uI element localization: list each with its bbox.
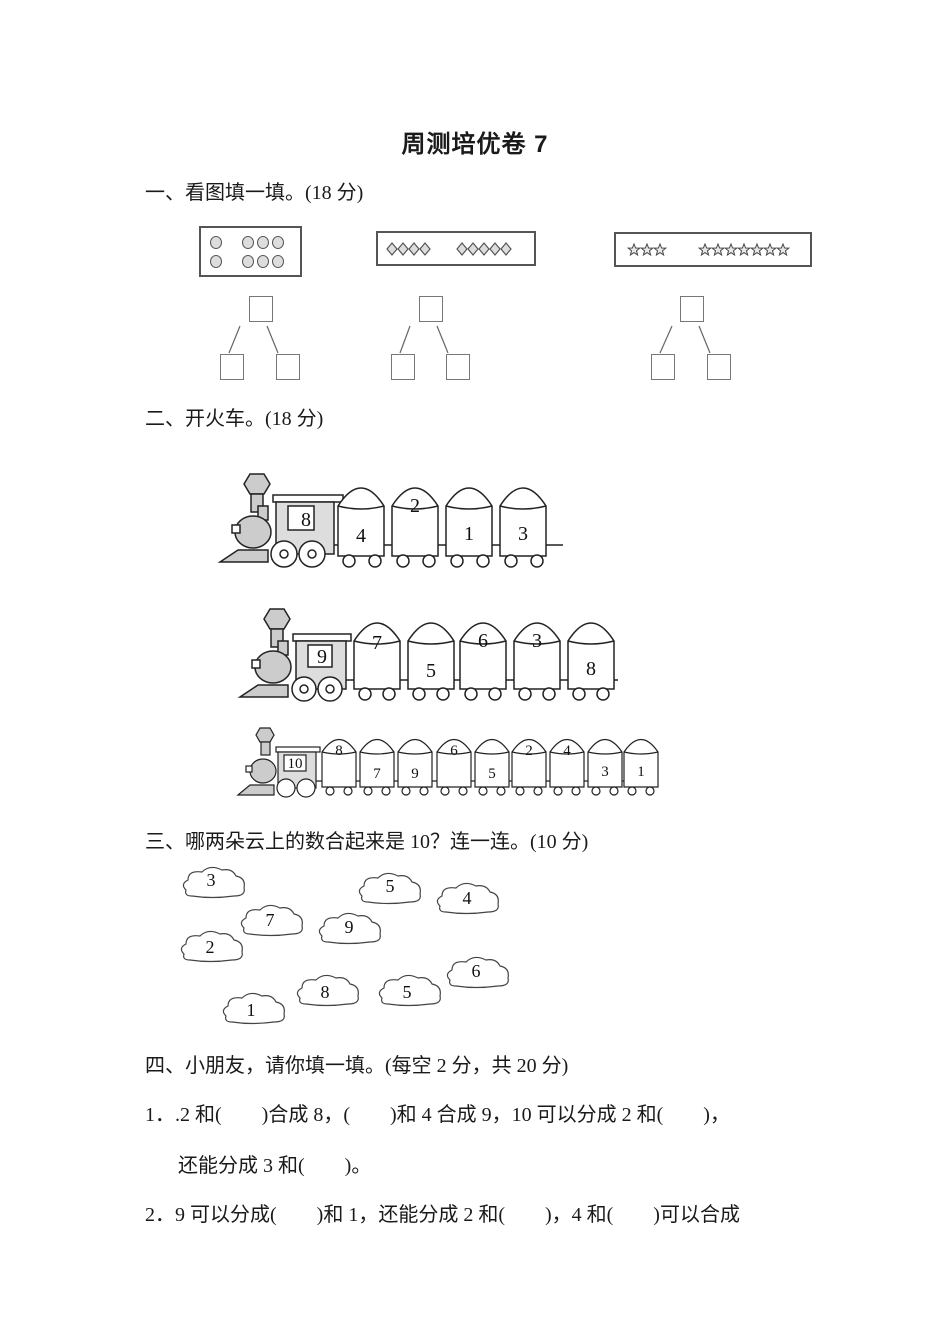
section-2-heading: 二、开火车。(18 分) — [145, 408, 324, 430]
car-number: 4 — [356, 525, 366, 547]
circle-icon — [242, 255, 254, 268]
car-number: 6 — [478, 630, 488, 652]
car-number: 5 — [488, 766, 496, 782]
car-number: 7 — [373, 766, 381, 782]
cloud-number: 7 — [266, 910, 275, 930]
bond-part-box[interactable] — [276, 354, 300, 380]
car-number: 2 — [410, 495, 420, 517]
car-number: 1 — [637, 764, 645, 780]
bond-total-box[interactable] — [249, 296, 273, 322]
cloud-number: 1 — [247, 1000, 256, 1020]
car-number: 7 — [372, 632, 382, 654]
circle-icon — [257, 255, 269, 268]
car-number: 3 — [518, 523, 528, 545]
car-number: 4 — [563, 743, 571, 759]
bond-part-box[interactable] — [651, 354, 675, 380]
section-1-heading: 一、看图填一填。(18 分) — [145, 182, 364, 204]
bond-total-box[interactable] — [680, 296, 704, 322]
car-number: 1 — [464, 523, 474, 545]
diamond-icons — [386, 242, 512, 256]
car-number: 9 — [411, 766, 419, 782]
train-3: 10 8 7 9 6 5 2 4 3 1 — [236, 727, 659, 798]
stars-picture-box — [614, 232, 812, 267]
cloud-number: 5 — [403, 982, 412, 1002]
engine-number: 9 — [317, 646, 327, 668]
circle-icon — [257, 236, 269, 249]
car-number: 8 — [586, 658, 596, 680]
engine-number: 10 — [288, 756, 303, 772]
cloud-number: 2 — [206, 937, 215, 957]
cloud-number: 9 — [345, 917, 354, 937]
cloud-number: 4 — [463, 888, 472, 908]
bond-part-box[interactable] — [707, 354, 731, 380]
section-4-heading: 四、小朋友，请你填一填。(每空 2 分，共 20 分) — [145, 1055, 569, 1077]
circle-icon — [242, 236, 254, 249]
circle-icon — [272, 236, 284, 249]
engine-number: 8 — [301, 509, 311, 531]
circle-icon — [272, 255, 284, 268]
car-number: 3 — [601, 764, 609, 780]
cloud-number: 5 — [386, 876, 395, 896]
bond-part-box[interactable] — [391, 354, 415, 380]
car-number: 8 — [335, 743, 343, 759]
cloud-number: 6 — [472, 961, 481, 981]
circle-icon — [210, 236, 222, 249]
car-number: 2 — [525, 743, 533, 759]
car-number: 6 — [450, 743, 458, 759]
cloud-number: 8 — [321, 982, 330, 1002]
diamonds-picture-box — [376, 231, 536, 266]
bond-connector-lines — [228, 325, 711, 354]
question-2-line-1: 2．9 可以分成( )和 1，还能分成 2 和( )，4 和( )可以合成 — [145, 1204, 740, 1226]
question-1-line-1: 1．.2 和( )合成 8，( )和 4 合成 9，10 可以分成 2 和( )… — [145, 1104, 730, 1126]
section-3-heading: 三、哪两朵云上的数合起来是 10？连一连。(10 分) — [145, 831, 589, 853]
bond-part-box[interactable] — [220, 354, 244, 380]
train-2: 9 7 5 6 3 8 — [237, 608, 618, 702]
question-1-line-2: 还能分成 3 和( )。 — [178, 1155, 372, 1177]
bond-part-box[interactable] — [446, 354, 470, 380]
circle-icon — [210, 255, 222, 268]
car-number: 5 — [426, 660, 436, 682]
page-title: 周测培优卷 7 — [401, 131, 549, 158]
train-1: 8 4 2 1 3 — [217, 473, 563, 568]
cloud-number: 3 — [207, 870, 216, 890]
car-number: 3 — [532, 630, 542, 652]
circles-picture-box — [199, 226, 302, 277]
bond-total-box[interactable] — [419, 296, 443, 322]
